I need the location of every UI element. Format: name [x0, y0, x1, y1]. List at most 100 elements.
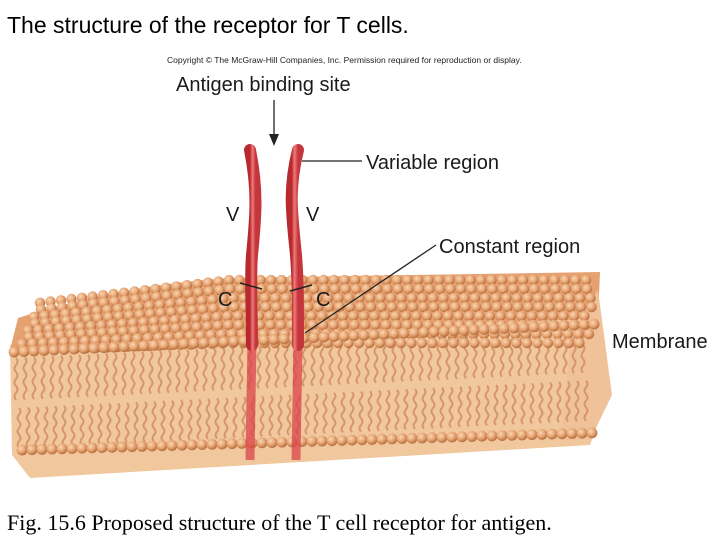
lipid-head	[532, 292, 544, 304]
lipid-tail	[322, 392, 328, 434]
lipid-head	[463, 310, 475, 322]
lipid-head	[191, 321, 203, 333]
lipid-head	[403, 283, 414, 295]
lipid-head	[400, 310, 412, 322]
lipid-tail	[241, 396, 247, 438]
lipid-head	[487, 283, 498, 295]
lipid-head	[256, 437, 268, 449]
lipid-tail	[49, 355, 55, 399]
lipid-head	[277, 283, 288, 295]
lipid-head	[378, 328, 390, 340]
lipid-tail	[358, 390, 364, 433]
lipid-head	[537, 310, 548, 322]
lipid-head	[469, 292, 481, 304]
lipid-tail	[385, 389, 391, 431]
lipid-head	[229, 301, 240, 313]
lipid-head	[181, 322, 192, 333]
lipid-head	[505, 310, 517, 322]
lipid-head	[542, 337, 554, 349]
lipid-tail	[583, 380, 589, 422]
lipid-head	[228, 292, 239, 304]
lipid-head	[274, 310, 286, 322]
lipid-head	[176, 305, 188, 317]
lipid-head	[160, 282, 172, 293]
antigen-arrow-head	[269, 134, 279, 146]
lipid-head	[526, 429, 538, 441]
lipid-head	[355, 301, 366, 313]
lipid-tail	[70, 404, 76, 447]
lipid-head	[558, 310, 569, 322]
lipid-head	[358, 329, 370, 341]
lipid-head	[550, 283, 561, 295]
lipid-head	[385, 292, 397, 304]
lipid-head	[86, 442, 98, 454]
lipid-head	[571, 283, 582, 295]
lipid-head	[348, 330, 360, 342]
lipid-tail	[223, 397, 229, 439]
lipid-tail	[376, 390, 382, 432]
lipid-tail	[151, 400, 157, 443]
lipid-head	[448, 292, 460, 304]
lipid-head	[501, 292, 512, 304]
lipid-head	[549, 274, 560, 286]
lipid-tail	[484, 384, 490, 427]
lipid-head	[145, 308, 156, 319]
lipid-head	[554, 301, 566, 313]
lipid-head	[206, 438, 218, 450]
lipid-head	[490, 337, 501, 349]
lipid-head	[223, 319, 234, 331]
lipid-tail	[178, 399, 184, 441]
lipid-tail	[301, 343, 307, 387]
lipid-tail	[61, 405, 67, 447]
lipid-head	[118, 341, 130, 353]
lipid-tail	[133, 401, 139, 444]
lipid-head	[203, 286, 215, 297]
lipid-tail	[394, 389, 400, 431]
lipid-tail	[310, 343, 316, 387]
lipid-tail	[166, 350, 172, 394]
lipid-head	[391, 319, 402, 331]
lipid-head	[395, 337, 407, 349]
lipid-head	[578, 319, 590, 330]
lipid-head	[396, 292, 407, 304]
lipid-head	[46, 443, 58, 455]
lipid-head	[490, 292, 502, 304]
lipid-tail	[313, 393, 319, 435]
lipid-head	[418, 326, 430, 338]
lipid-head	[559, 274, 571, 286]
lipid-head	[123, 302, 134, 313]
lipid-head	[556, 428, 568, 440]
lipid-head	[454, 274, 466, 286]
lipid-head	[128, 340, 140, 352]
lipid-head	[438, 292, 449, 304]
lipid-tail	[196, 398, 202, 441]
lipid-head	[385, 337, 396, 349]
lipid-tail	[58, 355, 64, 399]
lipid-head	[338, 330, 350, 342]
lipid-head	[176, 439, 188, 451]
chain-left-transmembrane	[245, 339, 257, 461]
lipid-head	[406, 292, 418, 304]
lipid-head	[268, 334, 280, 345]
lipid-head	[564, 292, 575, 304]
lipid-head	[502, 301, 513, 313]
lipid-tail	[16, 407, 22, 449]
lipid-tail	[52, 405, 58, 447]
lipid-tail	[124, 402, 130, 444]
lipid-head	[544, 301, 555, 313]
lipid-head	[543, 292, 554, 304]
lipid-head	[406, 337, 417, 349]
lipid-tail	[13, 357, 19, 401]
lipid-head	[56, 443, 68, 455]
lipid-head	[178, 338, 190, 350]
lipid-head	[547, 310, 559, 322]
lipid-head	[421, 310, 433, 322]
lipid-tail	[277, 394, 283, 437]
lipid-head	[427, 292, 439, 304]
lipid-tail	[412, 388, 418, 430]
lipid-head	[202, 321, 213, 332]
lipid-head	[466, 431, 478, 442]
lipid-head	[151, 291, 162, 303]
lipid-head	[153, 332, 164, 343]
chain-right-transmembrane	[291, 339, 303, 461]
